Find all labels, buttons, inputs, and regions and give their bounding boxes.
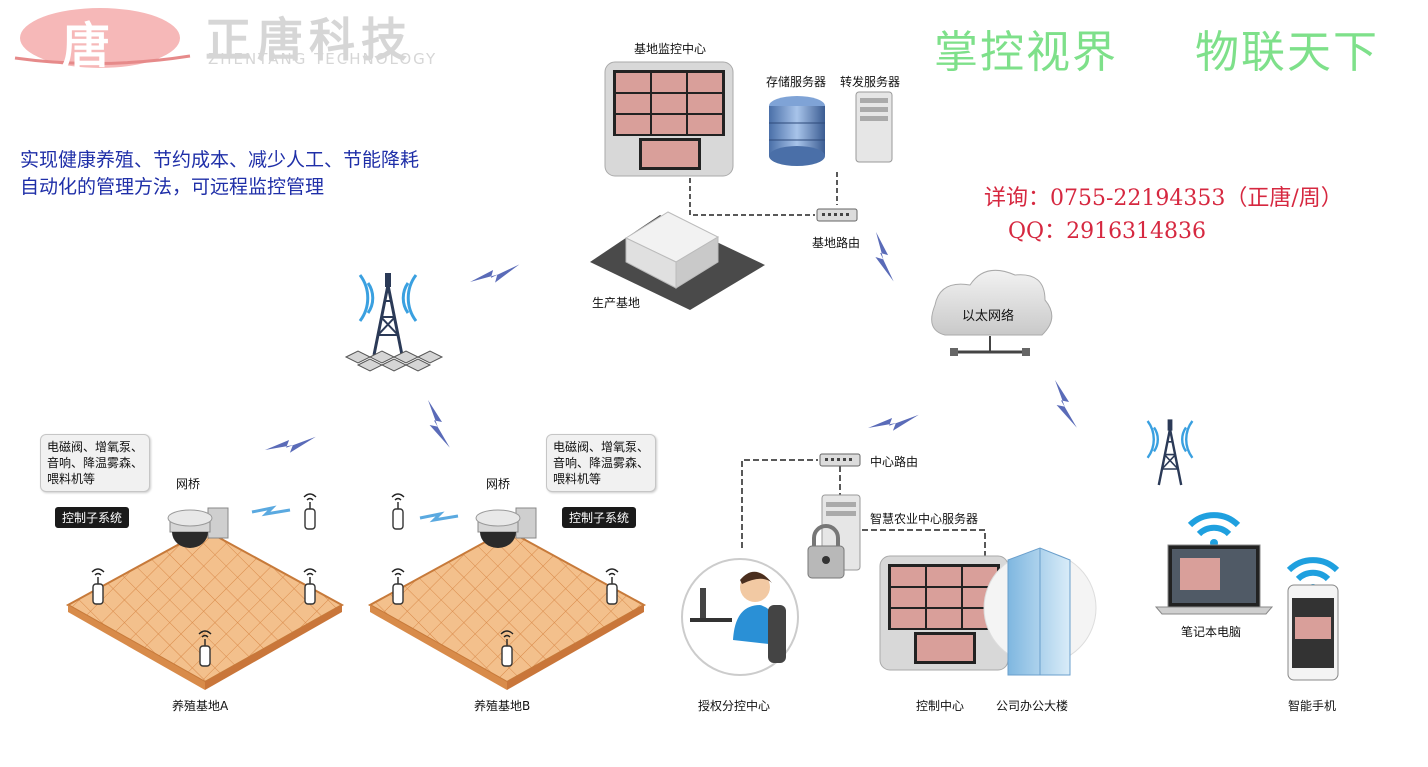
farm-a-floor	[65, 528, 345, 690]
wireless-link-icon	[470, 247, 520, 299]
wireless-link-icon	[1040, 380, 1092, 428]
label-smartphone: 智能手机	[1288, 699, 1337, 713]
smart-agri-server-icon	[807, 494, 861, 579]
devices-b-line-2: 音响、降温雾森、	[553, 456, 650, 470]
intro-line-1: 实现健康养殖、节约成本、减少人工、节能降耗	[20, 149, 420, 171]
wireless-link-icon	[265, 417, 316, 470]
label-central-router: 中心路由	[870, 455, 919, 469]
brand-name-en: ZHENTANG TECHNOLOGY	[208, 50, 438, 68]
label-forward-server: 转发服务器	[840, 75, 901, 89]
brand-name-cn: 正唐科技	[205, 13, 413, 67]
label-monitor-center: 基地监控中心	[634, 42, 707, 56]
devices-b-line-1: 电磁阀、增氧泵、	[553, 440, 650, 454]
cell-tower-icon	[344, 271, 444, 372]
farm-b-floor	[367, 528, 647, 690]
devices-bubble-b: 电磁阀、增氧泵、 音响、降温雾森、 喂料机等	[546, 434, 657, 492]
monitor-center-videowall	[604, 61, 734, 177]
contact-phone: 详询：0755-22194353（正唐/周）	[984, 186, 1343, 211]
office-building-icon	[983, 547, 1097, 676]
bridge-a-link	[251, 505, 291, 517]
label-mesh-bridge-b: 网桥	[486, 477, 511, 491]
wireless-link-icon	[859, 232, 911, 282]
label-farm-a: 养殖基地A	[172, 699, 229, 713]
storage-server-icon	[769, 96, 825, 166]
smartphone-icon	[1288, 560, 1338, 681]
label-farm-b: 养殖基地B	[474, 699, 531, 713]
laptop-icon	[1154, 515, 1274, 615]
logo-char: 唐	[62, 18, 111, 74]
label-control-center: 控制中心	[916, 699, 965, 713]
wireless-link-icon	[413, 400, 465, 448]
label-smart-agri-server: 智慧农业中心服务器	[870, 512, 979, 526]
label-ethernet: 以太网络	[962, 309, 1015, 324]
production-base-building	[590, 211, 765, 310]
bridge-b-link	[419, 511, 459, 523]
contact-qq: QQ：2916314836	[1008, 219, 1207, 244]
label-office-building: 公司办公大楼	[996, 699, 1069, 713]
devices-a-line-1: 电磁阀、增氧泵、	[47, 440, 144, 454]
devices-b-line-3: 喂料机等	[553, 472, 602, 486]
label-laptop: 笔记本电脑	[1181, 625, 1242, 639]
central-router-icon	[819, 453, 861, 467]
devices-a-line-2: 音响、降温雾森、	[47, 456, 144, 470]
base-router-icon	[816, 208, 858, 222]
control-subsystem-a-tag: 控制子系统	[55, 507, 130, 528]
company-logo	[14, 8, 191, 68]
intro-line-2: 自动化的管理方法，可远程监控管理	[20, 176, 325, 198]
authorized-center-icon	[681, 558, 799, 676]
slogan-left: 掌控视界	[934, 27, 1118, 78]
label-storage-server: 存储服务器	[766, 75, 827, 89]
slogan-right: 物联天下	[1195, 27, 1379, 78]
devices-bubble-a: 电磁阀、增氧泵、 音响、降温雾森、 喂料机等	[40, 434, 151, 492]
label-mesh-bridge-a: 网桥	[176, 477, 201, 491]
label-base-router: 基地路由	[812, 236, 861, 250]
label-authorized-center: 授权分控中心	[698, 699, 771, 713]
wireless-link-icon	[868, 395, 919, 448]
forward-server-icon	[855, 91, 893, 163]
mobile-tower-icon	[1146, 418, 1194, 487]
devices-a-line-3: 喂料机等	[47, 472, 96, 486]
control-subsystem-b-tag: 控制子系统	[562, 507, 637, 528]
ethernet-cloud-icon	[931, 269, 1053, 356]
label-production-base: 生产基地	[592, 296, 641, 310]
